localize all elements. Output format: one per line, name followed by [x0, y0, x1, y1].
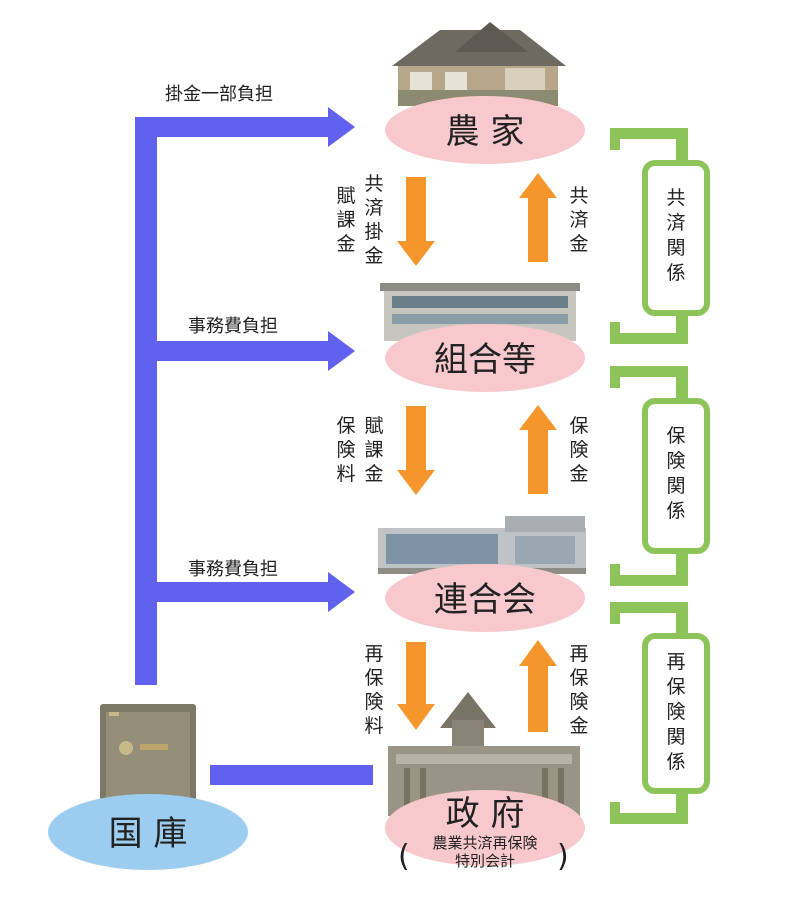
government-sub-label-2: 特別会計	[455, 852, 515, 870]
treasury-to-farmer-arrowhead	[328, 107, 355, 147]
insurance-premium-down-arrowhead	[397, 470, 435, 495]
government-node	[385, 790, 585, 866]
mutual-aid-relation-box	[642, 160, 710, 316]
federation-building-icon	[378, 516, 586, 574]
treasury-node	[48, 794, 248, 870]
levy-label-1: 賦課金	[336, 185, 355, 255]
treasury-to-farmer-shaft	[135, 117, 330, 137]
treasury-to-government-line	[210, 765, 373, 785]
reinsurance-payout-label: 再保険金	[569, 643, 588, 737]
insurance-relation-box	[642, 398, 710, 554]
federation-node	[385, 564, 585, 632]
insurance-payout-label: 保険金	[569, 415, 588, 485]
admin-cost-federation-label: 事務費負担	[188, 559, 278, 580]
government-open-paren: (	[398, 839, 410, 874]
mutual-premium-label: 共済掛金	[364, 173, 383, 267]
treasury-trunk-line	[135, 117, 157, 685]
flow-arrows	[397, 173, 557, 732]
premium-subsidy-label: 掛金一部負担	[165, 84, 273, 105]
insurance-relation-label: 保険関係	[666, 425, 685, 522]
insurance-payout-up-arrowhead	[519, 405, 557, 430]
reinsurance-premium-down-arrowhead	[397, 704, 435, 730]
reinsurance-relation-box	[642, 633, 710, 794]
mutual-aid-relation-label: 共済関係	[666, 187, 685, 284]
premium-down-arrowhead	[397, 241, 435, 266]
farmer-node	[385, 96, 585, 164]
benefit-up-arrowhead	[519, 173, 557, 198]
house-icon	[392, 22, 566, 106]
reinsurance-premium-label: 再保険料	[364, 643, 383, 737]
federation-label: 連合会	[434, 580, 536, 620]
reinsurance-payout-up-arrowhead	[519, 640, 557, 666]
union-label: 組合等	[434, 340, 536, 380]
treasury-to-federation-shaft	[150, 582, 330, 602]
government-sub-label-1: 農業共済再保険	[432, 834, 537, 852]
government-close-paren: )	[557, 839, 569, 874]
mutual-benefit-label: 共済金	[569, 185, 588, 255]
benefit-up-arrow-shaft	[528, 196, 548, 262]
reinsurance-payout-up-shaft	[528, 664, 548, 732]
treasury-arrows	[135, 107, 373, 785]
treasury-label: 国 庫	[109, 814, 188, 854]
treasury-to-union-arrowhead	[328, 331, 355, 371]
admin-cost-union-label: 事務費負担	[188, 316, 278, 337]
insurance-premium-label: 保険料	[336, 415, 355, 485]
farmer-label: 農 家	[446, 112, 525, 152]
insurance-payout-up-shaft	[528, 428, 548, 494]
insurance-premium-down-shaft	[406, 406, 426, 472]
premium-down-arrow-shaft	[406, 177, 426, 243]
reinsurance-premium-down-shaft	[406, 642, 426, 706]
government-label: 政 府	[446, 794, 525, 834]
treasury-to-union-shaft	[150, 341, 330, 361]
treasury-to-federation-arrowhead	[328, 572, 355, 612]
union-node	[385, 324, 585, 392]
reinsurance-relation-label: 再保険関係	[666, 651, 685, 773]
levy-label-2: 賦課金	[364, 415, 383, 485]
